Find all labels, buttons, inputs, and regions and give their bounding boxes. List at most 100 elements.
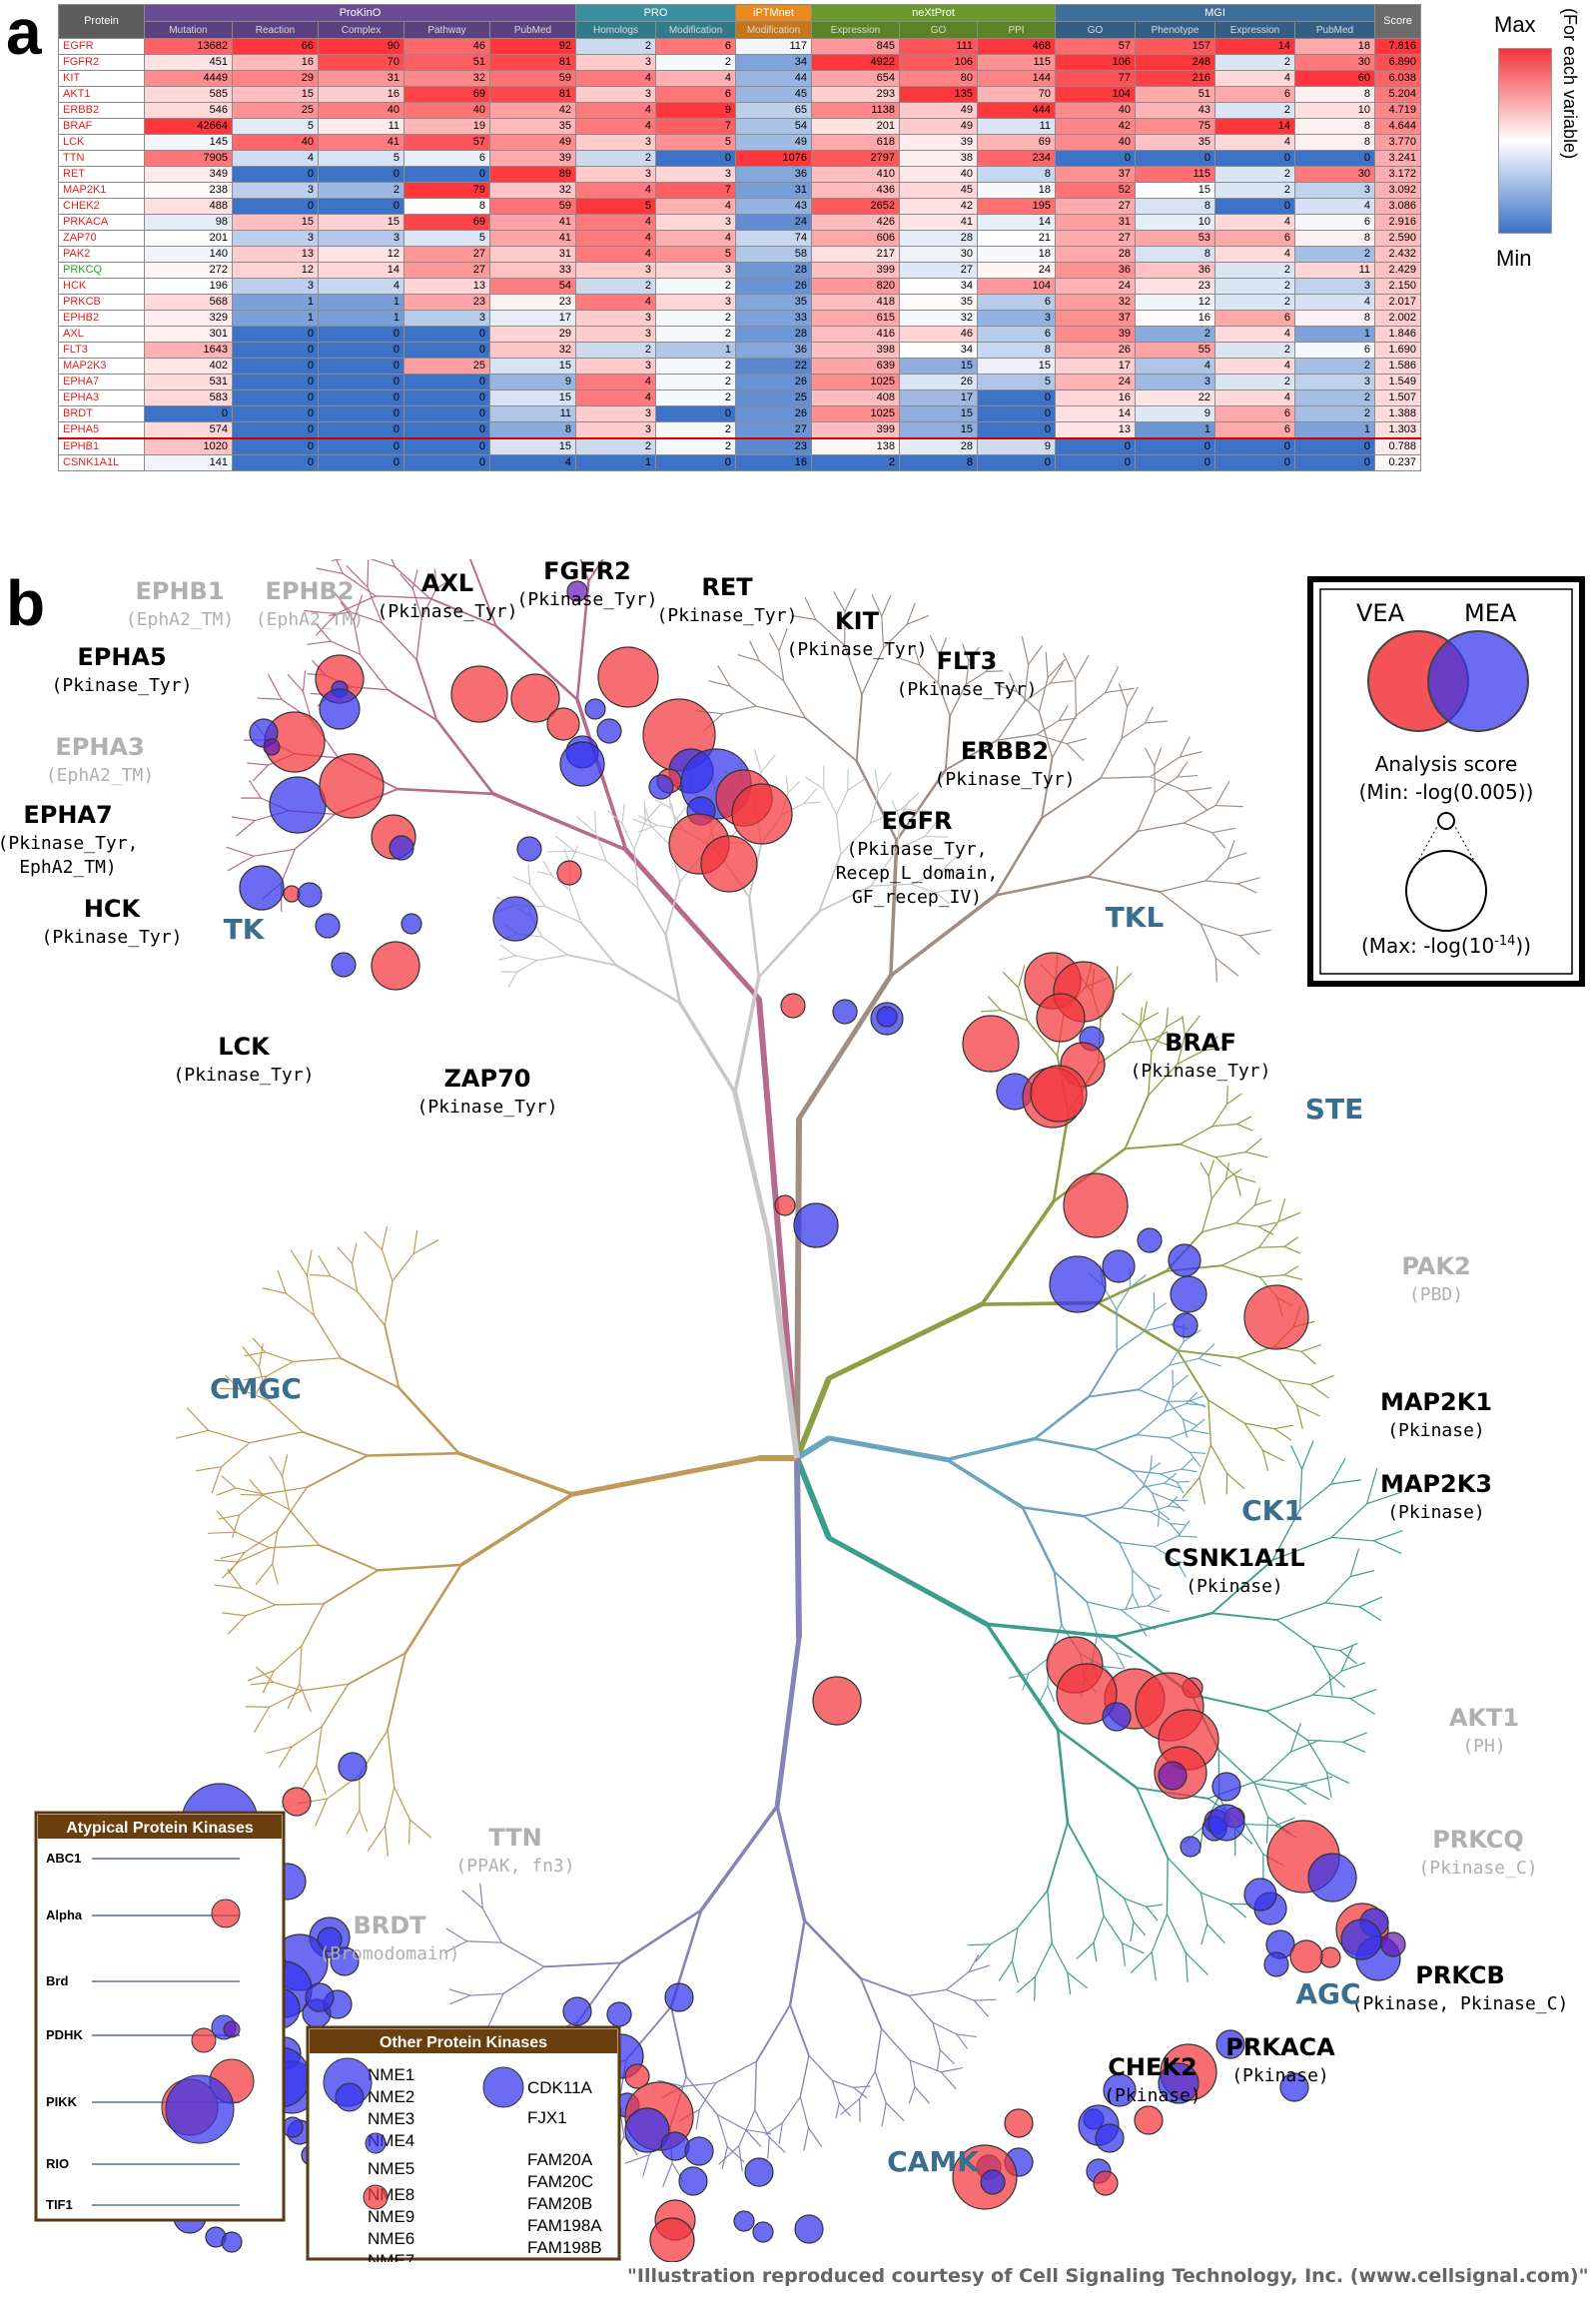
value-cell: 0 [1055,150,1136,167]
value-cell: 2 [575,437,656,455]
value-cell: 6 [1214,310,1295,327]
value-cell: 0 [318,198,404,215]
value-cell: 24 [1055,278,1136,295]
score-bubble [684,2136,714,2166]
score-cell: 1.507 [1374,389,1421,406]
value-cell: 2652 [811,198,900,215]
value-cell: 531 [144,374,233,390]
value-cell: 1076 [735,150,812,167]
value-cell: 4 [575,246,656,263]
value-cell: 35 [899,294,978,311]
value-cell: 0 [1214,454,1295,471]
value-cell: 3 [232,278,319,295]
value-cell: 2 [655,421,736,439]
value-cell: 0 [403,342,490,359]
value-cell: 26 [899,374,978,390]
kinase-domain: (Pkinase) [1231,2065,1329,2086]
value-cell: 3 [655,214,736,231]
value-cell: 16 [318,86,404,103]
other-kinase-item: FAM20C [527,2172,593,2191]
kinase-name: RET [701,573,753,601]
value-cell: 0 [403,421,490,439]
kinase-label: EPHB2(EphA2_TM) [256,577,364,630]
value-cell: 0 [1214,150,1295,167]
score-bubble [546,707,580,741]
value-cell: 36 [735,342,812,359]
value-cell: 40 [1055,134,1136,151]
value-cell: 66 [232,38,319,55]
score-bubble [566,580,588,602]
kinase-name: EGFR [882,807,953,835]
kinase-label: ZAP70 (Pkinase_Tyr) [417,1065,558,1118]
protein-cell: ERBB2 [58,102,145,119]
kinase-name: AXL [421,569,473,597]
value-cell: 0 [1294,437,1375,455]
value-cell: 1643 [144,342,233,359]
value-cell: 0 [318,358,404,375]
value-cell: 0 [977,405,1056,422]
kinase-label: PAK2(PBD) [1401,1252,1470,1305]
value-cell: 26 [735,278,812,295]
value-cell: 4 [1214,246,1295,263]
value-cell: 41 [489,230,576,247]
value-cell: 3 [655,262,736,279]
value-cell: 54 [489,278,576,295]
score-bubble [744,2157,774,2187]
value-cell: 8 [1294,230,1375,247]
score-bubble [482,2066,524,2108]
value-cell: 4 [489,454,576,471]
value-cell: 35 [489,118,576,135]
value-cell: 32 [899,310,978,327]
value-cell: 1 [318,310,404,327]
value-cell: 37 [1055,310,1136,327]
value-cell: 2 [1294,246,1375,263]
value-cell: 38 [899,150,978,167]
kinase-domain: (Pkinase) [1387,1502,1485,1523]
kinase-name: AKT1 [1449,1704,1519,1732]
value-cell: 12 [232,262,319,279]
value-cell: 4 [1135,358,1215,375]
value-cell: 31 [489,246,576,263]
value-cell: 0 [318,437,404,455]
protein-cell: EPHA5 [58,421,145,439]
score-bubble [1307,1853,1357,1903]
value-cell: 7905 [144,150,233,167]
value-cell: 25 [403,358,490,375]
kinase-name: BRDT [353,1912,426,1939]
value-cell: 0 [318,166,404,183]
value-cell: 157 [1135,38,1215,55]
atypical-item: RIO [46,2156,69,2171]
score-bubble [516,836,542,862]
kinase-domain: (Pkinase_Tyr) [42,927,183,948]
value-cell: 2 [1214,294,1295,311]
score-bubble [363,2184,389,2210]
value-cell: 0 [232,389,319,406]
color-scale-bar [1498,48,1552,234]
column-header: Pathway [403,21,490,39]
kinase-label: MAP2K3(Pkinase) [1380,1470,1492,1523]
value-cell: 6 [403,150,490,167]
kinase-domain: (Pkinase_Tyr) [378,601,518,622]
value-cell: 75 [1135,118,1215,135]
kinase-domain: (Pkinase_Tyr) [417,1097,558,1118]
score-cell: 3.241 [1374,150,1421,167]
value-cell: 0 [318,421,404,439]
kinase-name: KIT [835,607,880,635]
group-label: CMGC [210,1372,302,1405]
group-header: ProKinO [144,4,576,22]
protein-cell: AXL [58,326,145,343]
score-bubble [282,2116,304,2138]
value-cell: 11 [489,405,576,422]
value-cell: 53 [1135,230,1215,247]
value-cell: 4 [318,278,404,295]
value-cell: 2 [1214,374,1295,390]
value-cell: 11 [318,118,404,135]
kinase-name: ZAP70 [444,1065,531,1093]
illustration-credit: "Illustration reproduced courtesy of Cel… [627,2265,1589,2287]
value-cell: 115 [1135,166,1215,183]
value-cell: 0 [232,166,319,183]
column-header: Modification [655,21,736,39]
